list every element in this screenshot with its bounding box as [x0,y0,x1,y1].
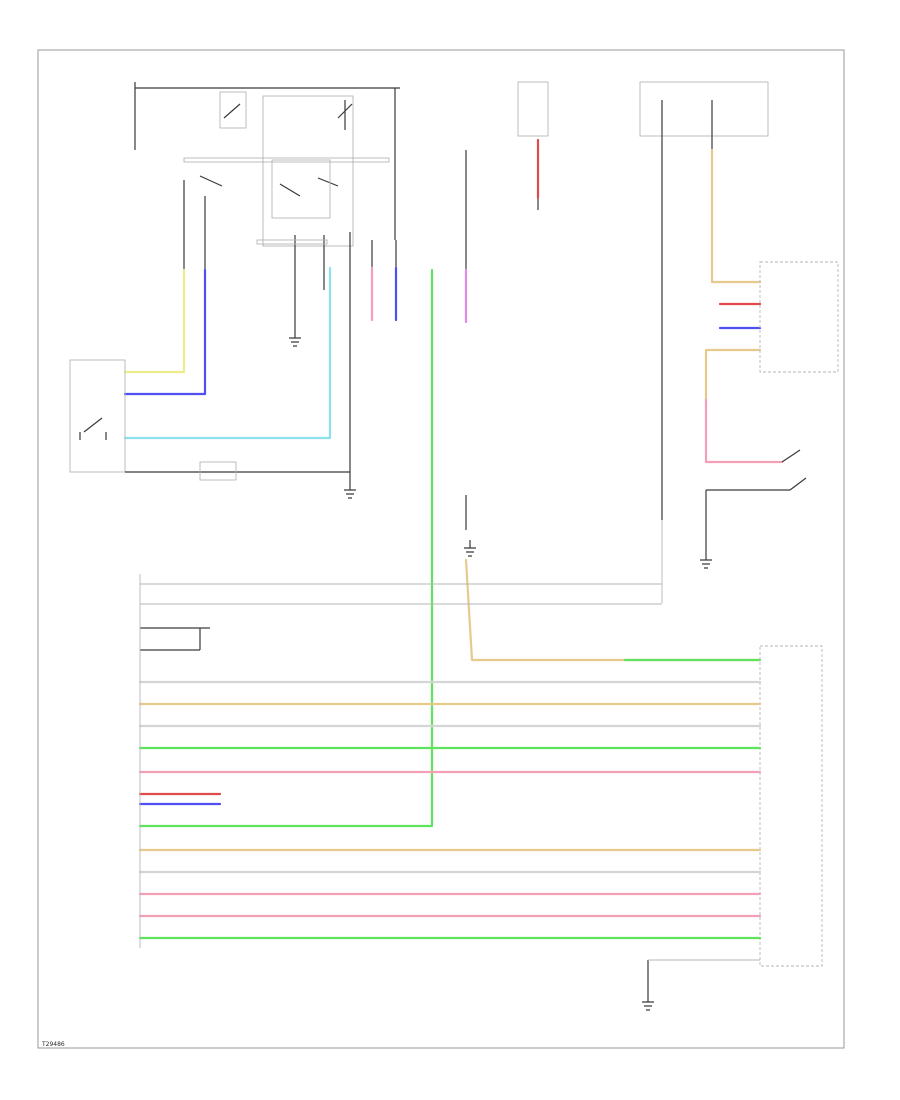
ecm-circuits [138,574,762,948]
sheet-border [37,49,845,1049]
right-components [648,261,839,967]
ground-symbol-icon [344,480,356,499]
fuse-icon [199,461,237,481]
wire-light-blue [123,266,332,440]
wire-green-feed [138,268,434,828]
ground-points [289,290,807,1011]
fuse-box [517,81,769,603]
wire-blue [123,268,207,396]
ground-symbol-icon [289,290,301,347]
sheet-id: T29486 [41,1041,65,1048]
front-combination-switch [69,359,350,481]
switch-contact-icon [79,417,107,440]
wire-tan-vertical [464,558,762,662]
ground-symbol-icon [464,540,476,557]
ground-symbol-icon [700,490,712,569]
wire-yellow-lt [123,268,186,374]
switch-contact-icon [706,449,807,491]
ground-symbol-icon [642,960,654,1011]
relay-block [134,82,467,530]
wire-harness [123,138,784,828]
